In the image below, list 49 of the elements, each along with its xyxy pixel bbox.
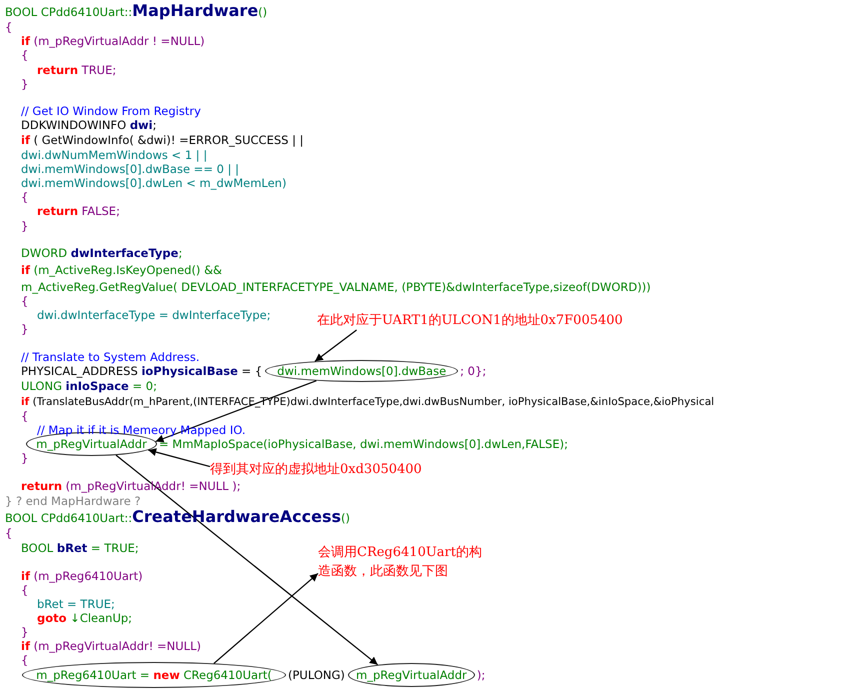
code-line: }	[21, 322, 28, 336]
code-line: return FALSE;	[37, 204, 120, 218]
code-line: dwi.memWindows[0].dwBase == 0 | |	[21, 162, 239, 176]
code-line: if (m_ActiveReg.IsKeyOpened() &&	[21, 263, 222, 277]
code-line: if (m_pReg6410Uart)	[21, 569, 143, 583]
code-line: BOOL CPdd6410Uart::MapHardware()	[5, 4, 268, 19]
code-line: {	[21, 48, 28, 62]
code-line: m_ActiveReg.GetRegValue( DEVLOAD_INTERFACETYPE_VALNAME, (PBYTE)&dwInterfaceType,sizeof(DWORD)))	[21, 280, 651, 294]
code-line: bRet = TRUE;	[37, 597, 115, 611]
code-line: BOOL bRet = TRUE;	[21, 541, 139, 555]
code-line: if (m_pRegVirtualAddr! =NULL)	[21, 639, 201, 653]
code-line: } ? end MapHardware ?	[5, 494, 141, 508]
code-line: }	[21, 625, 28, 639]
code-line: }	[21, 451, 28, 465]
code-line: {	[21, 583, 28, 597]
code-line: return TRUE;	[37, 63, 116, 77]
arrow	[214, 572, 318, 664]
arrow	[314, 330, 357, 362]
highlight-ellipse: m_pRegVirtualAddr	[348, 663, 475, 687]
code-line: {	[21, 190, 28, 204]
code-line: dwi.memWindows[0].dwLen < m_dwMemLen)	[21, 176, 286, 190]
code-line: }	[21, 219, 28, 233]
code-line: if ( GetWindowInfo( &dwi)! =ERROR_SUCCESS | |	[21, 133, 304, 147]
code-line: ; 0};	[460, 364, 486, 378]
arrow	[155, 380, 317, 442]
code-line: {	[21, 409, 28, 423]
code-line: = MmMapIoSpace(ioPhysicalBase, dwi.memWindows[0].dwLen,FALSE);	[159, 437, 568, 451]
code-line: ULONG inIoSpace = 0;	[21, 379, 157, 393]
highlight-ellipse: dwi.memWindows[0].dwBase	[265, 360, 458, 382]
arrow	[148, 448, 210, 468]
code-line: DWORD dwInterfaceType;	[21, 246, 182, 260]
code-line: );	[476, 668, 486, 682]
code-line: (PULONG)	[288, 668, 345, 682]
code-line: PHYSICAL_ADDRESS ioPhysicalBase = {	[21, 364, 262, 378]
code-line: {	[5, 526, 12, 540]
code-line: // Get IO Window From Registry	[21, 104, 201, 118]
annotation-text: 会调用CReg6410Uart的构造函数，此函数见下图	[318, 543, 490, 581]
code-line: {	[5, 20, 12, 34]
code-line: {	[21, 294, 28, 308]
code-line: }	[21, 77, 28, 91]
code-line: dwi.dwNumMemWindows < 1 | |	[21, 148, 208, 162]
annotation-text: 在此对应于UART1的ULCON1的地址0x7F005400	[317, 311, 647, 330]
code-line: goto ↓CleanUp;	[37, 611, 132, 625]
code-line: if (m_pRegVirtualAddr ! =NULL)	[21, 34, 205, 48]
code-line: DDKWINDOWINFO dwi;	[21, 118, 156, 132]
code-line: // Translate to System Address.	[21, 350, 200, 364]
annotation-text: 得到其对应的虚拟地址0xd3050400	[210, 460, 470, 479]
arrow	[116, 454, 378, 666]
code-line: dwi.dwInterfaceType = dwInterfaceType;	[37, 308, 271, 322]
